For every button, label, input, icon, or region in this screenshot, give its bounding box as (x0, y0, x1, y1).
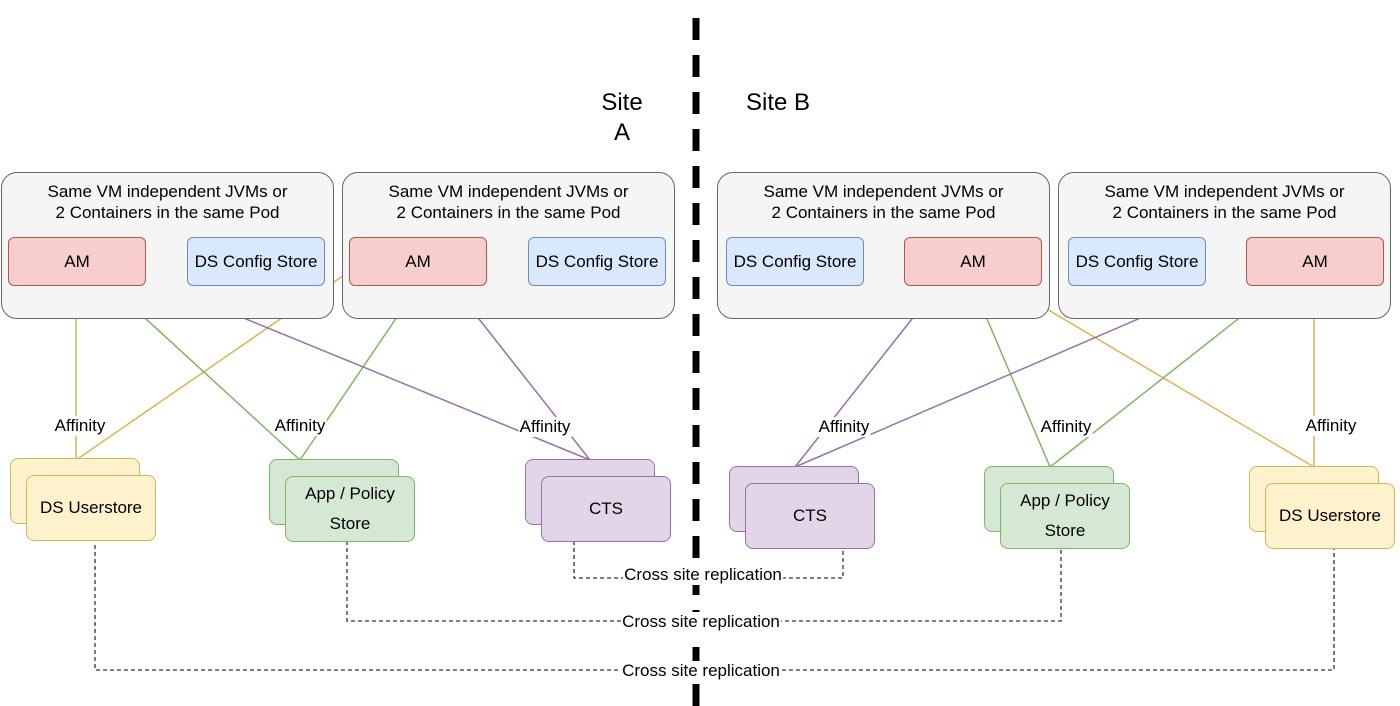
pod-group-title-line-2: 2 Containers in the same Pod (55, 203, 280, 222)
app-policy-node: App / Policy Store (285, 476, 415, 542)
userstore-node: DS Userstore (1265, 483, 1395, 549)
app-policy-line-1: App / Policy (305, 484, 395, 503)
pod-group-title-line-2: 2 Containers in the same Pod (771, 203, 996, 222)
site-a-line-1: Site (601, 89, 643, 116)
affinity-label: Affinity (1039, 417, 1093, 437)
replication-userstore (94, 545, 1335, 671)
replication-label: Cross site replication (621, 661, 781, 681)
app-policy-stack-a: App / Policy Store (269, 459, 417, 545)
pod-group-title: Same VM independent JVMs or 2 Containers… (1059, 181, 1390, 223)
config-store-node: DS Config Store (1068, 237, 1206, 286)
affinity-label: Affinity (817, 417, 871, 437)
site-b-text: Site B (745, 89, 811, 116)
app-policy-line-2: Store (1044, 521, 1086, 540)
pod-group-title-line-2: 2 Containers in the same Pod (396, 203, 621, 222)
affinity-label: Affinity (273, 416, 327, 436)
cts-stack-a: CTS (525, 459, 673, 545)
config-store-node: DS Config Store (187, 237, 325, 286)
userstore-stack-a: DS Userstore (10, 458, 158, 544)
replication-label: Cross site replication (623, 565, 783, 585)
am-node: AM (8, 237, 146, 286)
pod-group-title-line-2: 2 Containers in the same Pod (1112, 203, 1337, 222)
pod-group-title: Same VM independent JVMs or 2 Containers… (718, 181, 1049, 223)
cts-node: CTS (541, 476, 671, 542)
affinity-label: Affinity (518, 417, 572, 437)
config-store-node: DS Config Store (528, 237, 666, 286)
am-node: AM (904, 237, 1042, 286)
app-policy-node: App / Policy Store (1000, 483, 1130, 549)
userstore-node: DS Userstore (26, 475, 156, 541)
site-a-label: Site A (590, 88, 654, 148)
app-policy-line-1: App / Policy (1020, 491, 1110, 510)
cts-node: CTS (745, 483, 875, 549)
affinity-label: Affinity (53, 416, 107, 436)
am-node: AM (1246, 237, 1384, 286)
app-policy-stack-b: App / Policy Store (984, 466, 1132, 552)
pod-group-title-line-1: Same VM independent JVMs or (1104, 182, 1345, 201)
am-node: AM (349, 237, 487, 286)
pod-group-title-line-1: Same VM independent JVMs or (388, 182, 629, 201)
site-b-label: Site B (738, 88, 818, 118)
affinity-label: Affinity (1304, 416, 1358, 436)
userstore-stack-b: DS Userstore (1249, 466, 1397, 552)
pod-group-title: Same VM independent JVMs or 2 Containers… (343, 181, 674, 223)
app-policy-line-2: Store (329, 514, 371, 533)
pod-group-title-line-1: Same VM independent JVMs or (47, 182, 288, 201)
config-store-node: DS Config Store (726, 237, 864, 286)
pod-group-title: Same VM independent JVMs or 2 Containers… (2, 181, 333, 223)
pod-group-title-line-1: Same VM independent JVMs or (763, 182, 1004, 201)
pod-group-a2: Same VM independent JVMs or 2 Containers… (342, 172, 675, 319)
cts-stack-b: CTS (729, 466, 877, 552)
site-a-line-2: A (613, 119, 630, 146)
replication-label: Cross site replication (621, 612, 781, 632)
